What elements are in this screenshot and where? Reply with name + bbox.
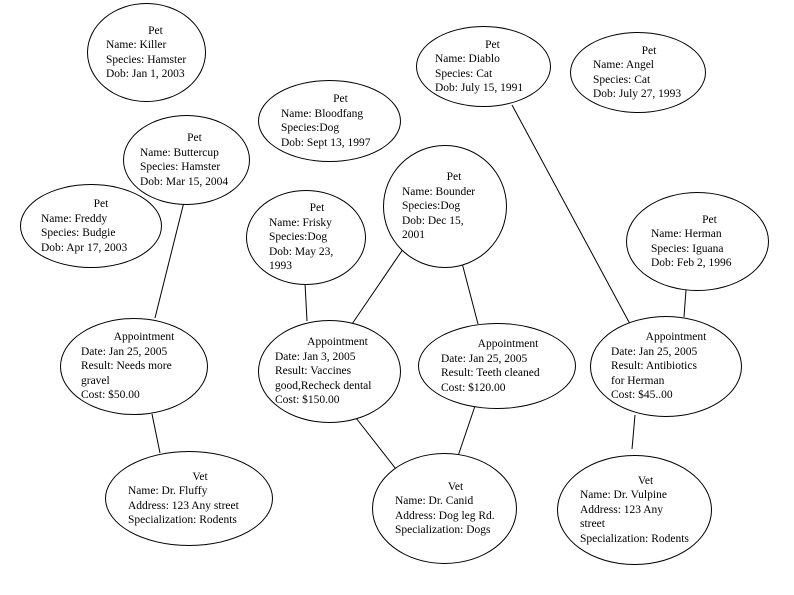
node-title: Vet <box>192 470 208 483</box>
node-attribute: Species: Cat <box>593 73 651 86</box>
connector-pet-herman-to-appt-herman <box>683 289 687 318</box>
node-attribute: Name: Freddy <box>41 212 108 225</box>
node-attribute: Result: Teeth cleaned <box>441 367 540 379</box>
node-attribute: Name: Dr. Fluffy <box>128 485 208 497</box>
node-title: Pet <box>641 44 657 57</box>
node-attribute: Name: Herman <box>651 228 722 240</box>
node-attribute: Name: Angel <box>593 59 654 71</box>
node-attribute: Species: Hamster <box>106 53 187 66</box>
node-attribute: Cost: $150.00 <box>275 394 340 407</box>
node-title: Pet <box>309 202 325 215</box>
node-attribute: Name: Bounder <box>402 185 476 198</box>
node-attribute: Cost: $45..00 <box>611 389 673 402</box>
node-attribute: Date: Jan 25, 2005 <box>611 345 698 358</box>
node-attribute: Specialization: Dogs <box>395 524 491 536</box>
node-attribute: Result: Antibiotics <box>611 360 697 373</box>
node-attribute: Species: Budgie <box>41 227 116 239</box>
node-attribute: gravel <box>81 374 110 387</box>
node-title: Pet <box>702 213 717 226</box>
node-attribute: Address: 123 Any <box>580 503 664 516</box>
node-attribute: Specialization: Rodents <box>128 514 237 526</box>
node-attribute: Dob: Jan 1, 2003 <box>106 68 185 80</box>
node-attribute: Dob: Mar 15, 2004 <box>140 175 229 188</box>
connector-appt-herman-to-vet-vulpine <box>631 414 636 450</box>
node-attribute: Dob: Dec 15, <box>402 214 464 227</box>
node-attribute: Dob: Sept 13, 1997 <box>281 136 371 149</box>
connector-pet-frisky-to-appt-frisky <box>304 282 308 322</box>
node-title: Vet <box>447 480 464 493</box>
connector-appt-fluffy-to-vet-fluffy <box>151 413 161 454</box>
node-attribute: Species:Dog <box>402 200 461 213</box>
node-title: Appointment <box>477 338 539 350</box>
node-attribute: Name: Bloodfang <box>281 107 364 120</box>
node-title: Appointment <box>113 331 175 344</box>
node-title: Pet <box>93 198 109 210</box>
node-attribute: Specialization: Rodents <box>580 532 689 545</box>
node-attribute: Name: Dr. Canid <box>395 495 474 507</box>
node-attribute: Dob: May 23, <box>269 245 334 258</box>
node-attribute: Name: Frisky <box>269 216 332 229</box>
connector-pet-buttercup-to-appt-fluffy <box>154 197 186 319</box>
node-attribute: Date: Jan 25, 2005 <box>81 345 168 358</box>
node-title: Pet <box>485 38 500 51</box>
node-title: Vet <box>637 474 654 487</box>
node-attribute: Name: Killer <box>106 39 167 51</box>
node-title: Appointment <box>307 336 368 349</box>
node-attribute: Species: Hamster <box>140 161 221 173</box>
node-title: Pet <box>446 171 462 184</box>
node-title: Pet <box>148 24 163 37</box>
node-attribute: Result: Needs more <box>81 360 172 373</box>
node-title: Pet <box>333 93 348 105</box>
node-attribute: Date: Jan 25, 2005 <box>441 352 528 365</box>
node-attribute: Species: Cat <box>435 67 493 80</box>
node-attribute: Cost: $50.00 <box>81 389 140 402</box>
node-attribute: 2001 <box>402 229 425 242</box>
node-attribute: Date: Jan 3, 2005 <box>275 350 356 363</box>
node-attribute: Cost: $120.00 <box>441 381 506 394</box>
node-attribute: Name: Dr. Vulpine <box>580 489 667 502</box>
node-attribute: street <box>580 518 605 531</box>
node-attribute: for Herman <box>611 374 665 387</box>
node-attribute: Address: 123 Any street <box>128 499 239 512</box>
node-title: Pet <box>187 132 202 144</box>
node-attribute: Species: Iguana <box>651 242 724 255</box>
node-attribute: Name: Buttercup <box>140 146 219 159</box>
node-attribute: Result: Vaccines <box>275 365 352 378</box>
node-attribute: Dob: Apr 17, 2003 <box>41 241 128 254</box>
node-attribute: Dob: July 27, 1993 <box>593 88 682 100</box>
node-attribute: Dob: July 15, 1991 <box>435 82 524 94</box>
connector-appt-bounder-to-vet-canid <box>455 405 476 463</box>
node-attribute: 1993 <box>269 260 292 273</box>
connector-pet-diablo-to-appt-herman <box>511 104 631 325</box>
node-attribute: Dob: Feb 2, 1996 <box>651 257 732 269</box>
node-title: Appointment <box>645 331 707 344</box>
node-attribute: Species:Dog <box>281 122 340 134</box>
node-attribute: Address: Dog leg Rd. <box>395 509 495 522</box>
node-attribute: Species:Dog <box>269 231 328 244</box>
node-attribute: good,Recheck dental <box>275 379 372 392</box>
node-attribute: Name: Diablo <box>435 53 500 65</box>
